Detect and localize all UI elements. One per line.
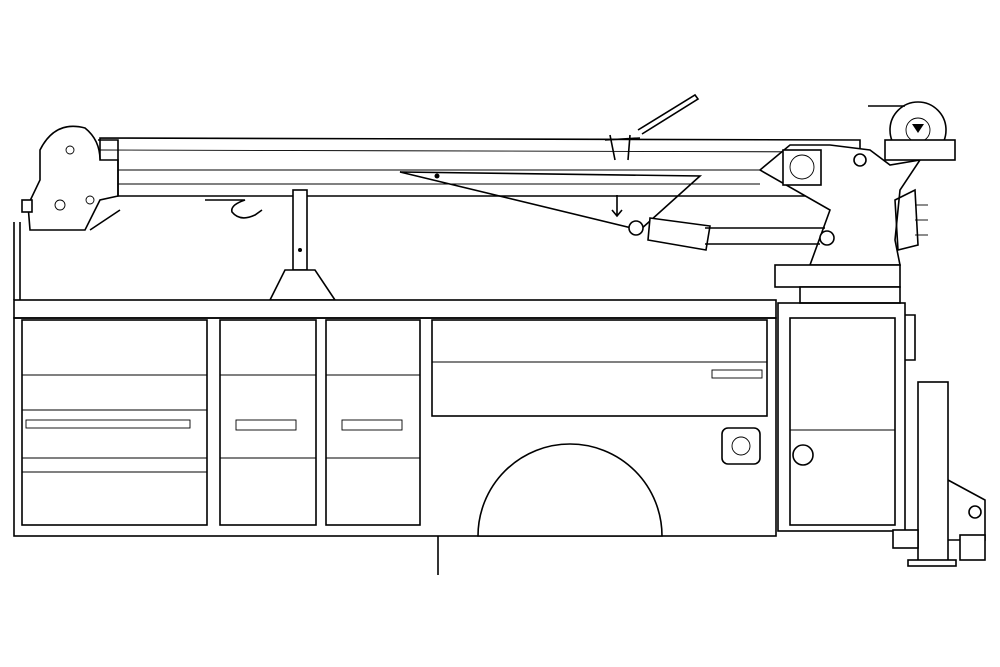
boom-rest-hook	[205, 199, 263, 219]
crane-turret	[758, 144, 922, 304]
compartment-door-3[interactable]	[325, 319, 421, 526]
outrigger	[892, 381, 986, 567]
fuel-fill-cap	[721, 427, 814, 466]
compartment-door-front[interactable]	[777, 302, 916, 532]
boom-tip-sheave	[21, 125, 121, 231]
compartment-door-upper[interactable]	[431, 319, 768, 417]
winch-drum	[868, 101, 956, 161]
wheel-arch	[437, 443, 663, 575]
crane-boom	[99, 137, 861, 236]
service-body	[13, 222, 777, 537]
compartment-door-1[interactable]	[21, 319, 208, 526]
boom-hook-handle	[604, 93, 700, 161]
compartment-door-2[interactable]	[219, 319, 317, 526]
boom-rest-post	[268, 189, 337, 301]
lift-cylinder	[647, 217, 825, 251]
hydraulic-valves	[894, 188, 928, 252]
